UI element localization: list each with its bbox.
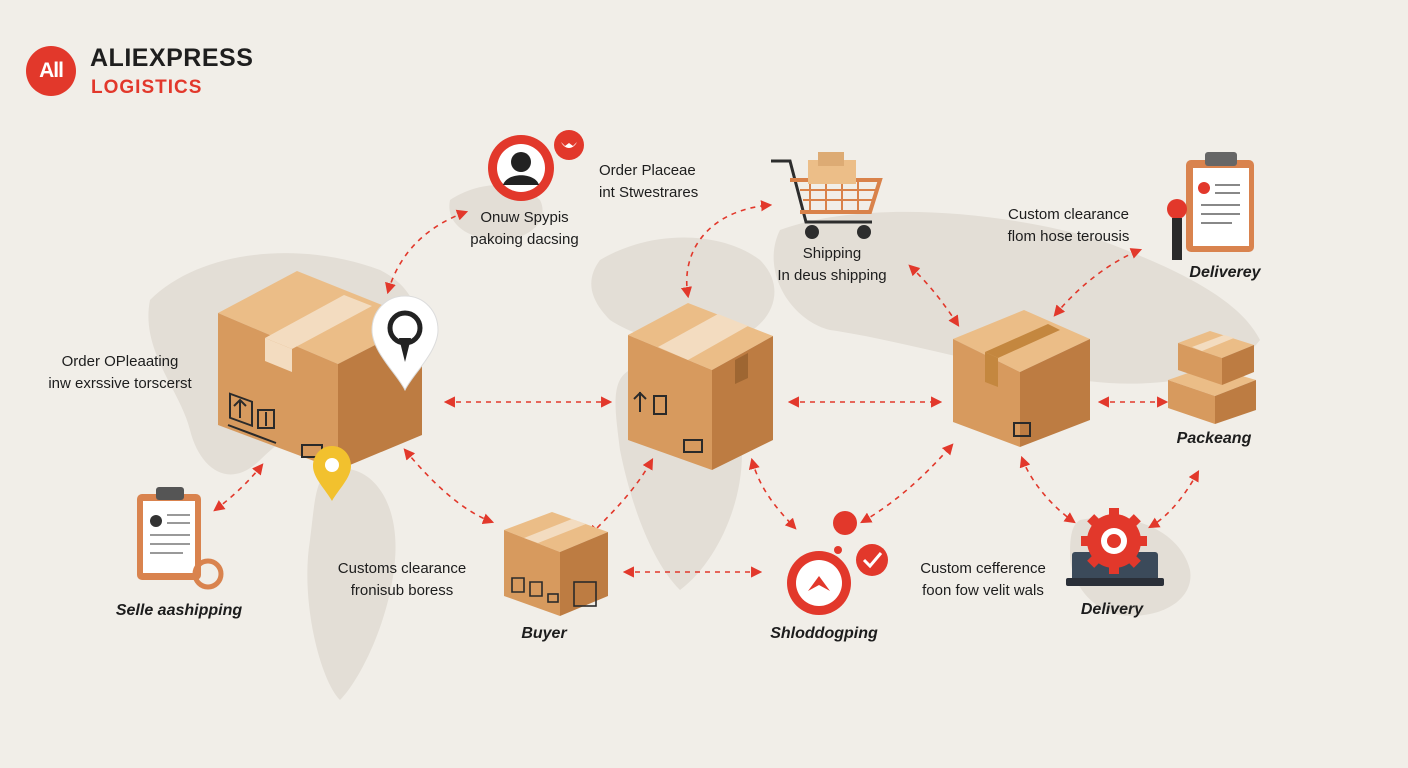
onw-spypis-label: Onuw Spypis pakoing dacsing [470,209,579,248]
customs-clearance-bottom-label: Customs clеarance fronisub boress [337,560,467,599]
logo-subtitle: LOGISTICS [91,77,203,98]
clipboard-icon [1167,152,1254,260]
delivery-top-label: Deliverey [1189,264,1261,281]
location-pin-icon [371,295,439,392]
delivery-bottom-label: Delivery [1080,601,1144,618]
buyer-box-icon [504,512,608,616]
arrow-box1-to-seller [213,463,264,512]
order-placed-label: Order Placeae int Stwestrares [599,162,699,201]
custom-cefference-label: Custom cefference foon fow velit wals [920,560,1046,599]
aliexpress-logo-badge: All [26,46,76,96]
shopping-cart-icon [771,152,883,239]
gear-delivery-icon [1066,508,1164,586]
arrow-box2-to-shlodd [748,457,797,530]
packaging-label: Packeang [1176,430,1252,447]
shlodd-label: Shloddogping [770,625,878,642]
user-circle-icon [488,135,554,201]
arrow-box3-to-gear [1019,455,1076,524]
arrow-buyer-to-box2 [588,458,654,537]
arrow-box1-to-onw [385,209,469,295]
ship-circle-icon [787,511,888,615]
yellow-pin-icon [313,446,351,501]
arrow-box2-to-cart [680,200,773,299]
package-box-medium-icon [628,303,773,470]
seller-clipboard-icon [137,487,224,590]
package-box-right-icon [953,310,1090,447]
arrow-box1-to-buyer [403,448,495,525]
arrow-shlodd-to-box3 [860,443,954,524]
stacked-boxes-icon [1168,331,1256,424]
arrow-box3-to-clipboard [1053,248,1143,317]
buyer-label: Buyer [521,625,567,642]
logo-title: ALIEXPRESS [90,44,254,72]
custom-clearance-top-label: Custom clearance flom hose terousis [1007,206,1130,245]
package-box-large-icon [218,271,422,470]
shipping-top-label: Shipping In deus shipping [777,245,887,284]
seller-shipping-label: Selle aashipping [115,602,243,619]
order-left-label: Order OPleaating inw exrssive torscerst [48,353,192,392]
chat-bubble-icon [554,130,584,160]
